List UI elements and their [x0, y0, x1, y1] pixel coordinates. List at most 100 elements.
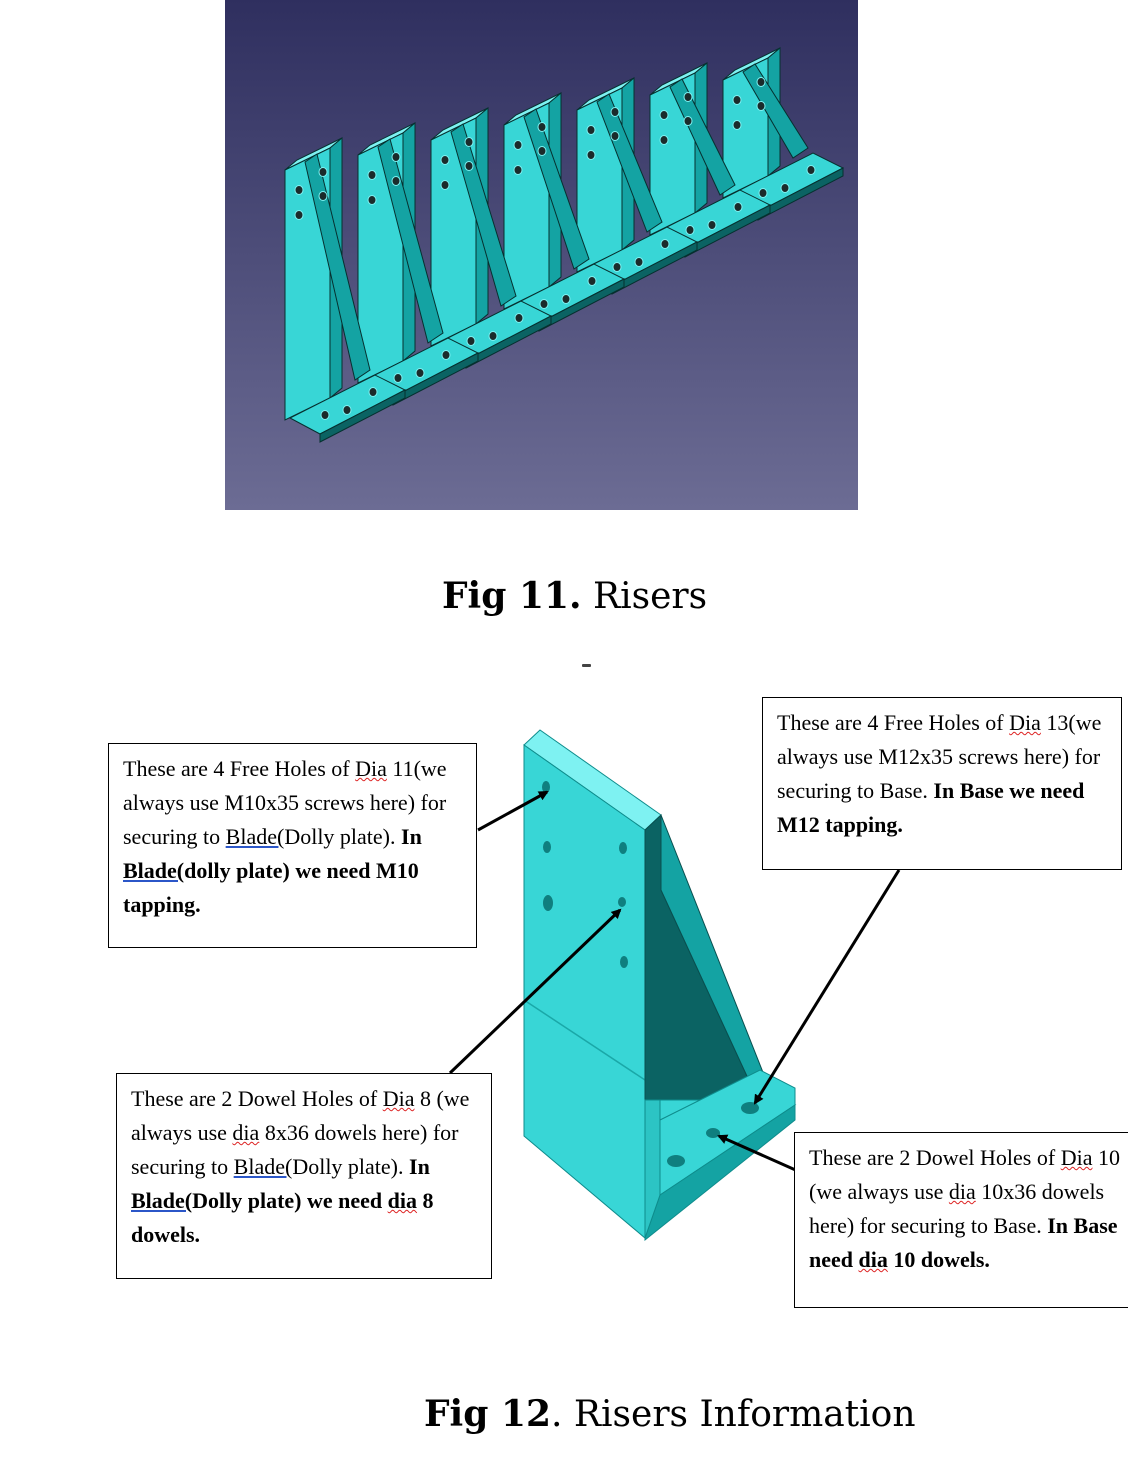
note-b-bold-1: In Base we need M12 tapping. [777, 778, 1085, 837]
riser-6-hole-3 [683, 92, 693, 102]
note-d-bold-2: 10 dowels. [887, 1247, 990, 1272]
riser-5-base-hole-2 [634, 257, 644, 267]
riser-2-hole-3 [391, 152, 401, 162]
riser-3-hole-3 [464, 137, 474, 147]
note-a-bold-2: dolly plate) we need M10 tapping. [123, 858, 419, 917]
figure-11-caption-label: Fig 11. [442, 575, 582, 617]
riser-2-hole-2 [367, 195, 377, 205]
note-a-text-1: These are 4 Free Holes of [123, 756, 356, 781]
figure-12-caption: Fig 12. Risers Information [424, 1396, 916, 1433]
plate-front-face [523, 744, 646, 1240]
riser-3-base-hole-2 [488, 331, 498, 341]
riser-1-hole-2 [294, 210, 304, 220]
riser-6-base-hole-3 [733, 202, 743, 212]
riser-6-base-hole-1 [685, 225, 695, 235]
note-b-dia-word: Dia [1009, 710, 1041, 735]
riser-1-base-hole-2 [342, 405, 352, 415]
note-d-text-1: These are 2 Dowel Holes of [809, 1145, 1061, 1170]
riser-5-base-hole-3 [660, 239, 670, 249]
figure-11-render [225, 0, 858, 510]
riser-2-base-hole-1 [393, 373, 403, 383]
note-c-blade-word: Blade( [233, 1154, 293, 1179]
arrow-dowel-holes-dia8 [448, 908, 622, 1075]
riser-4-hole-1 [513, 140, 523, 150]
base-dowel-hole-1 [706, 1128, 720, 1138]
riser-1-hole-3 [318, 167, 328, 177]
riser-7-hole-4 [756, 101, 766, 111]
riser-7-hole-2 [732, 120, 742, 130]
figure-12-caption-label: Fig 12 [424, 1393, 552, 1435]
figure-12-annotated-riser: These are 4 Free Holes of Dia 11(we alwa… [0, 680, 1128, 1340]
note-a-bold-1: In [401, 824, 422, 849]
note-c-text-4: Dolly plate). [292, 1154, 410, 1179]
riser-3-base-hole-3 [514, 313, 524, 323]
riser-5-hole-4 [610, 131, 620, 141]
note-c-text-1: These are 2 Dowel Holes of [131, 1086, 383, 1111]
note-dowel-holes-dia8: These are 2 Dowel Holes of Dia 8 (we alw… [116, 1073, 492, 1279]
note-a-blade-word: Blade( [225, 824, 285, 849]
note-d-text-2: 10 (we always use [809, 1145, 1120, 1204]
riser-2-hole-4 [391, 176, 401, 186]
base-plate-side [644, 1099, 661, 1239]
note-c-bold-blade: Blade( [131, 1188, 193, 1213]
riser-5-gusset [596, 93, 663, 233]
riser-7-base-hole-3 [806, 165, 816, 175]
dowel-hole-1 [618, 897, 626, 907]
note-d-bold-1: In Base need [809, 1213, 1118, 1272]
note-a-text-2: 11(we always use M10x35 screws here) for… [123, 756, 447, 849]
riser-7-hole-3 [756, 77, 766, 87]
risers-group [284, 46, 845, 443]
riser-5-hole-1 [586, 125, 596, 135]
note-b-text-1: These are 4 Free Holes of [777, 710, 1010, 735]
base-free-hole-1 [741, 1102, 759, 1114]
riser-4-hole-2 [513, 165, 523, 175]
note-c-bold-dia: dia [387, 1188, 418, 1213]
note-d-dia-word-1: Dia [1060, 1145, 1093, 1170]
riser-2-gusset [377, 138, 444, 344]
riser-5-base-hole-1 [612, 262, 622, 272]
free-hole-3 [619, 842, 627, 854]
riser-7-base-hole-1 [758, 188, 768, 198]
riser-4-hole-4 [537, 146, 547, 156]
base-free-hole-2 [667, 1155, 685, 1167]
arrow-dowel-holes-dia10 [717, 1134, 801, 1174]
note-c-bold-1: In [409, 1154, 430, 1179]
riser-6-gusset [669, 78, 736, 196]
riser-6-hole-1 [659, 110, 669, 120]
note-d-bold-dia: dia [858, 1247, 888, 1272]
note-c-dia-word-1: Dia [382, 1086, 415, 1111]
riser-4-base-hole-3 [587, 276, 597, 286]
free-hole-2 [543, 841, 551, 853]
note-c-bold-2: Dolly plate) we need [192, 1188, 388, 1213]
riser-1-gusset [304, 153, 371, 381]
riser-3-base-hole-1 [466, 336, 476, 346]
riser-3-hole-4 [464, 161, 474, 171]
note-b-text-2: 13(we always use M12x35 screws here) for… [777, 710, 1102, 803]
dowel-hole-2 [620, 956, 628, 968]
note-c-text-2: 8 (we always use [131, 1086, 470, 1145]
riser-1-base-edge [319, 389, 406, 443]
stray-mark [582, 664, 591, 667]
riser-6-hole-2 [659, 135, 669, 145]
riser-2-base-hole-2 [415, 368, 425, 378]
risers-render-image [225, 0, 858, 510]
riser-2-base-hole-3 [441, 350, 451, 360]
arrow-free-holes-dia13 [753, 869, 901, 1105]
riser-4-base-hole-2 [561, 294, 571, 304]
riser-3-hole-1 [440, 155, 450, 165]
riser-5-hole-2 [586, 150, 596, 160]
riser-3-hole-2 [440, 180, 450, 190]
riser-part [523, 729, 797, 1242]
riser-6-base-hole-2 [707, 220, 717, 230]
riser-1-base-hole-1 [320, 410, 330, 420]
riser-4-base-hole-1 [539, 299, 549, 309]
note-c-dia-word-2: dia [232, 1120, 260, 1145]
arrow-free-holes-dia11 [477, 790, 549, 832]
figure-11-caption: Fig 11. Risers [442, 578, 707, 615]
note-a-dia-word: Dia [355, 756, 387, 781]
riser-2-hole-1 [367, 170, 377, 180]
riser-5-hole-3 [610, 107, 620, 117]
note-free-holes-dia11: These are 4 Free Holes of Dia 11(we alwa… [108, 743, 477, 948]
free-hole-4 [543, 895, 553, 911]
riser-6-hole-4 [683, 116, 693, 126]
